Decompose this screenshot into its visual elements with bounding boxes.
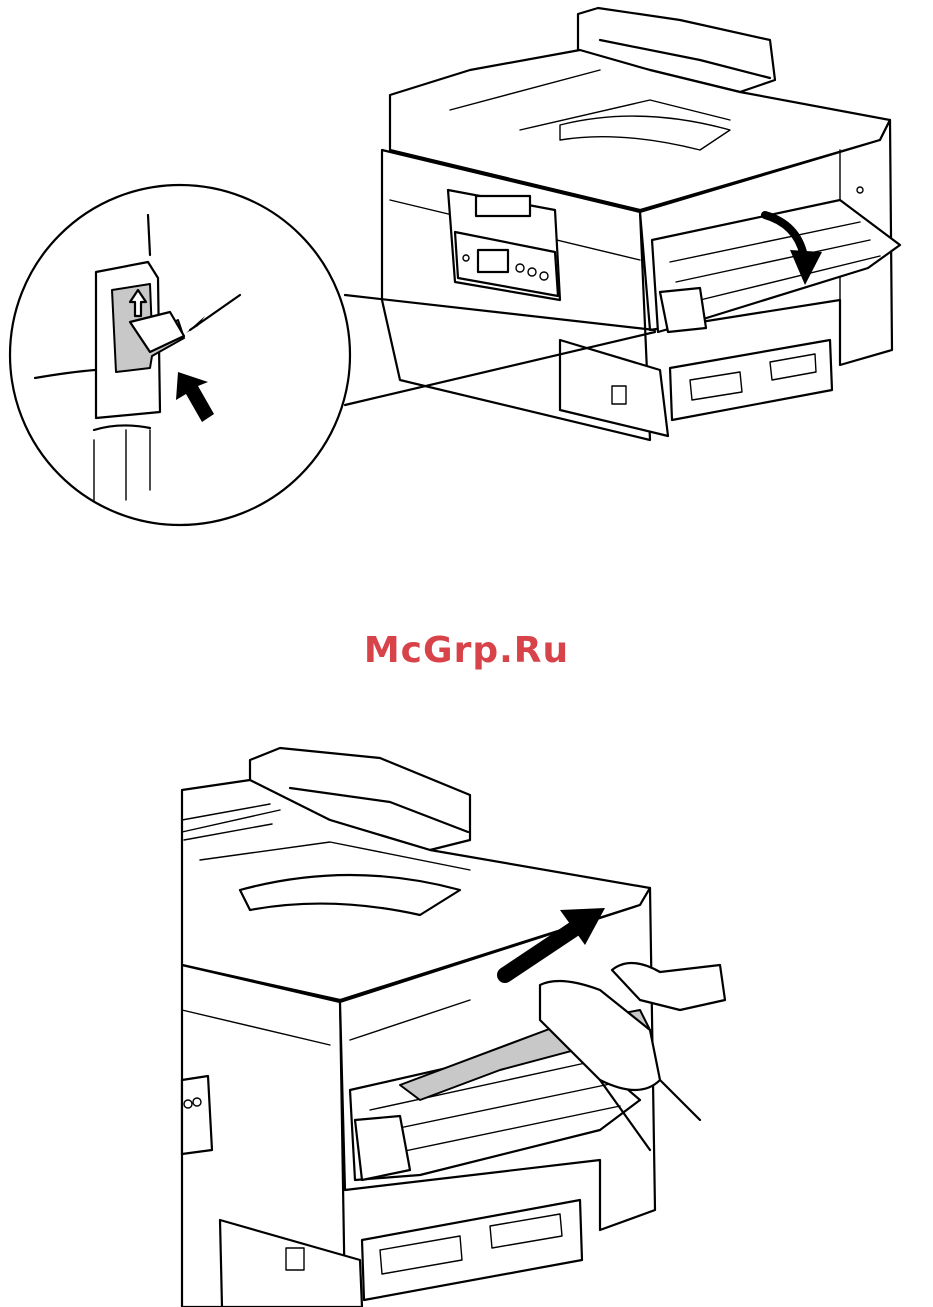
printer-body <box>382 8 900 440</box>
printer-side-cover-release-illustration <box>0 0 933 540</box>
magnified-release-lever <box>10 185 350 525</box>
watermark-text: McGrp.Ru <box>0 630 933 671</box>
printer-cover-release-figure <box>0 0 933 540</box>
paper-jam-removal-figure <box>0 740 933 1307</box>
printer-paper-jam-removal-illustration <box>0 740 933 1307</box>
